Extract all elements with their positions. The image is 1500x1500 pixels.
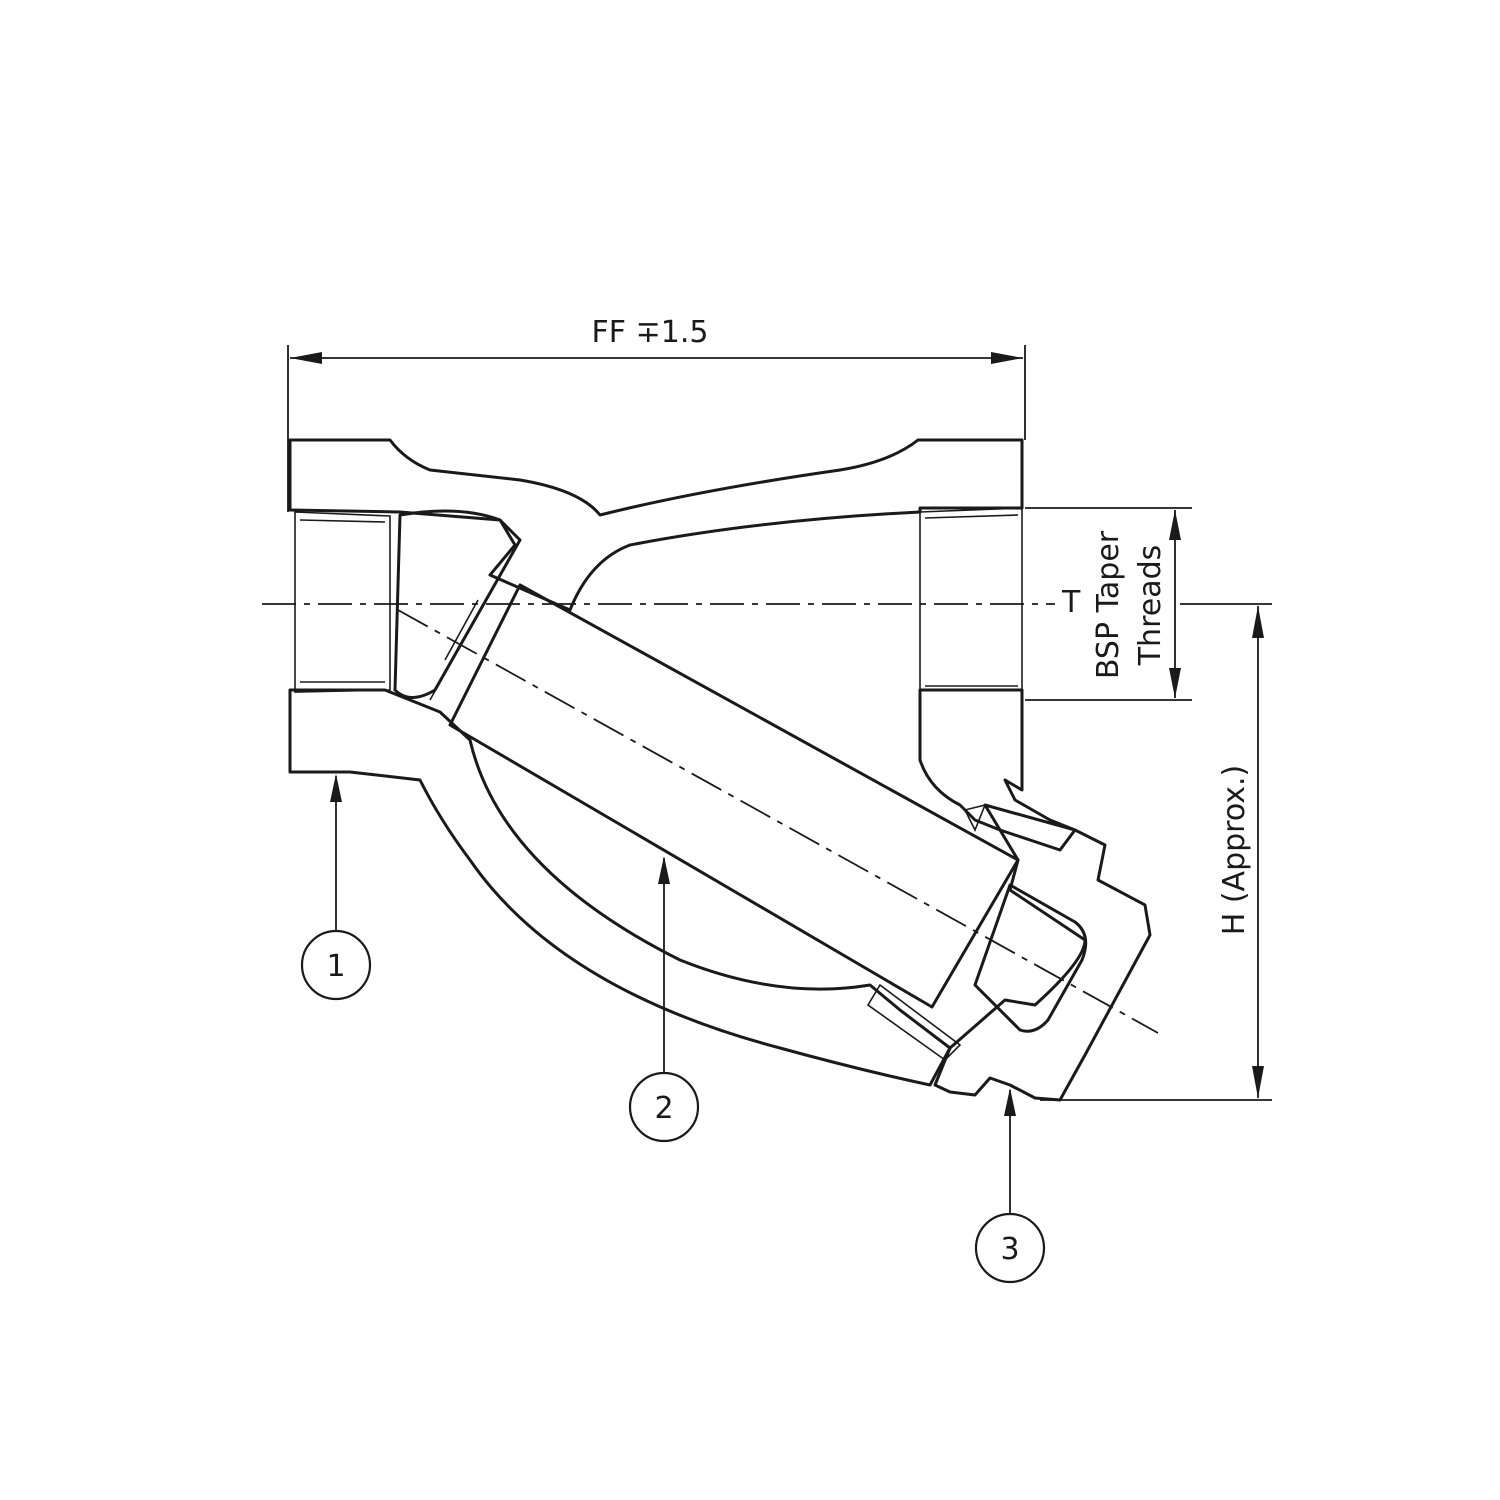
t-label: T: [1061, 585, 1081, 620]
body-top-wall: [288, 438, 1024, 612]
balloon-1: 1: [300, 774, 372, 1001]
body-lower-right-wall: [918, 688, 1077, 852]
inlet-port: [294, 509, 522, 699]
bsp-label-line2: Threads: [1133, 545, 1168, 667]
balloon-3-label: 3: [1000, 1232, 1019, 1267]
balloon-1-label: 1: [326, 949, 345, 984]
strainer-body: [288, 438, 1077, 1087]
cap-plug-bore: [973, 883, 1088, 1033]
h-dimension: H (Approx.): [1040, 603, 1272, 1101]
bsp-label-line1: BSP Taper: [1091, 530, 1126, 679]
strainer-cap: [866, 803, 1152, 1102]
outlet-port: [919, 507, 1023, 690]
body-lower-left-wall: [288, 688, 952, 1087]
screen-axis-centerline: [397, 609, 1159, 1034]
bsp-thread-dimension: T BSP Taper Threads: [1025, 507, 1192, 701]
h-label: H (Approx.): [1217, 765, 1252, 936]
ff-label: FF ∓1.5: [592, 315, 709, 350]
cap-body: [933, 803, 1152, 1102]
balloon-3: 3: [974, 1088, 1046, 1284]
screen-cylinder: [448, 583, 1020, 1009]
ff-dimension: FF ∓1.5: [287, 315, 1026, 512]
balloon-2: 2: [628, 856, 700, 1143]
strainer-screen: [429, 577, 1020, 1009]
balloon-2-label: 2: [654, 1091, 673, 1126]
